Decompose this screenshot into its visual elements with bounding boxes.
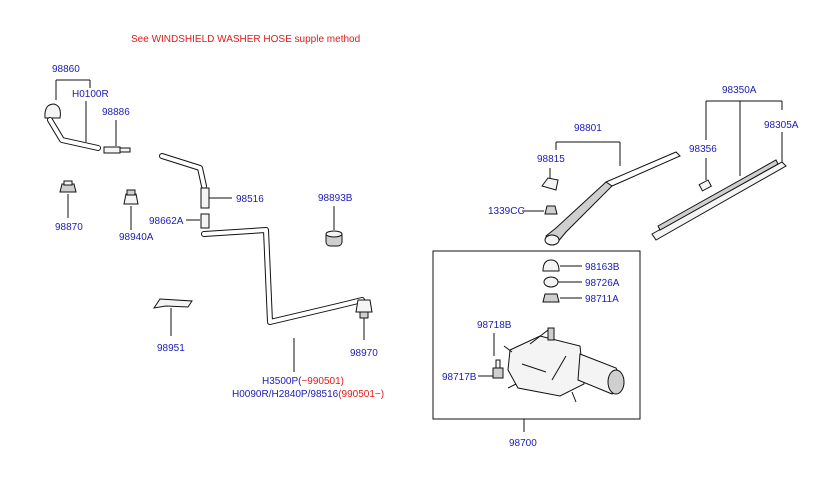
label-98305a[interactable]: 98305A <box>764 120 799 131</box>
label-98815[interactable]: 98815 <box>537 154 565 165</box>
label-98726a[interactable]: 98726A <box>585 278 620 289</box>
nut-98711a <box>542 293 560 303</box>
clip-98940a <box>123 189 139 205</box>
motor-assembly-box <box>432 250 641 420</box>
label-1339cc[interactable]: 1339CC <box>488 206 525 217</box>
label-98711a[interactable]: 98711A <box>585 294 619 305</box>
label-h0100r[interactable]: H0100R <box>72 89 109 100</box>
label-98860[interactable]: 98860 <box>52 64 80 75</box>
leader-98350a <box>705 100 783 176</box>
cap-98893b <box>325 230 343 247</box>
clip-98951 <box>152 298 193 309</box>
washer-hose <box>159 153 365 325</box>
nozzle-98970 <box>355 299 373 319</box>
wiper-arm <box>544 151 681 246</box>
label-h3500p-date: −990501) <box>301 376 344 387</box>
label-h0090r[interactable]: H0090R/H2840P/98516(990501−) <box>232 389 384 400</box>
label-98940a[interactable]: 98940A <box>119 232 154 243</box>
label-98870[interactable]: 98870 <box>55 222 83 233</box>
label-h0090r-date: (990501−) <box>338 389 384 400</box>
label-h0090r-codes: H0090R/H2840P/98516 <box>232 389 339 400</box>
grommet-98870 <box>59 180 77 193</box>
hose-joint <box>103 146 131 154</box>
label-98951[interactable]: 98951 <box>157 343 185 354</box>
leader-98801 <box>555 141 621 166</box>
joint-98662a <box>200 213 210 229</box>
label-98350a[interactable]: 98350A <box>722 85 757 96</box>
washer-98726a <box>543 276 559 288</box>
header-note: See WINDSHIELD WASHER HOSE supple method <box>131 34 360 45</box>
label-98718b[interactable]: 98718B <box>477 320 512 331</box>
washer-nozzle <box>44 103 101 151</box>
label-98163b[interactable]: 98163B <box>585 262 620 273</box>
leader-98860 <box>55 79 91 100</box>
label-98700[interactable]: 98700 <box>509 438 537 449</box>
label-h3500p-code: H3500P( <box>262 376 302 387</box>
label-98662a[interactable]: 98662A <box>149 216 184 227</box>
cap-98163b <box>542 259 560 272</box>
label-h3500p[interactable]: H3500P(−990501) <box>262 376 344 387</box>
nut-1339cc <box>544 205 558 215</box>
wiper-blade <box>651 159 787 241</box>
label-98356[interactable]: 98356 <box>689 144 717 155</box>
wiper-motor <box>503 327 625 403</box>
label-98893b[interactable]: 98893B <box>318 193 353 204</box>
arm-cap-98815 <box>541 177 559 191</box>
label-98717b[interactable]: 98717B <box>442 372 477 383</box>
label-98801[interactable]: 98801 <box>574 123 602 134</box>
label-98970[interactable]: 98970 <box>350 348 378 359</box>
label-98516[interactable]: 98516 <box>236 194 264 205</box>
label-98886[interactable]: 98886 <box>102 107 130 118</box>
bolt-98717b <box>492 359 504 379</box>
connector-98516 <box>200 187 210 209</box>
